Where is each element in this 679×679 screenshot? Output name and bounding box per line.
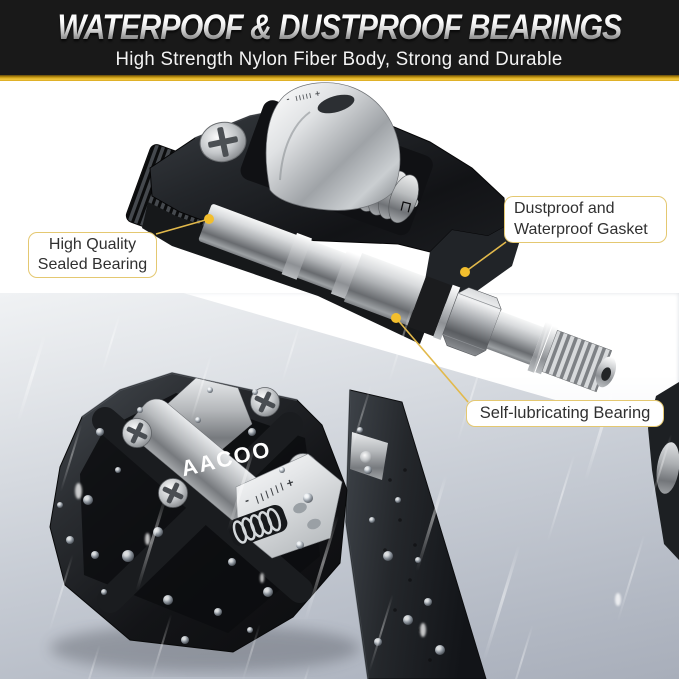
callout-sealed-bearing: High Quality Sealed Bearing <box>28 232 157 278</box>
callout-text: Waterproof Gasket <box>514 220 648 238</box>
gold-divider <box>0 75 679 81</box>
callout-text: Self-lubricating Bearing <box>479 403 651 422</box>
callout-gasket: Dustproof and Waterproof Gasket <box>504 196 667 243</box>
callout-text: Sealed Bearing <box>37 256 148 273</box>
header-banner: WATERPOOF & DUSTPROOF BEARINGS High Stre… <box>0 0 679 77</box>
callout-selflub: Self-lubricating Bearing <box>466 400 664 427</box>
callout-text: High Quality <box>48 235 137 253</box>
rain-photo-background <box>0 293 679 679</box>
callout-text: Dustproof and <box>514 200 615 218</box>
banner-title: WATERPOOF & DUSTPROOF BEARINGS <box>57 6 623 47</box>
banner-subtitle: High Strength Nylon Fiber Body, Strong a… <box>115 49 563 70</box>
